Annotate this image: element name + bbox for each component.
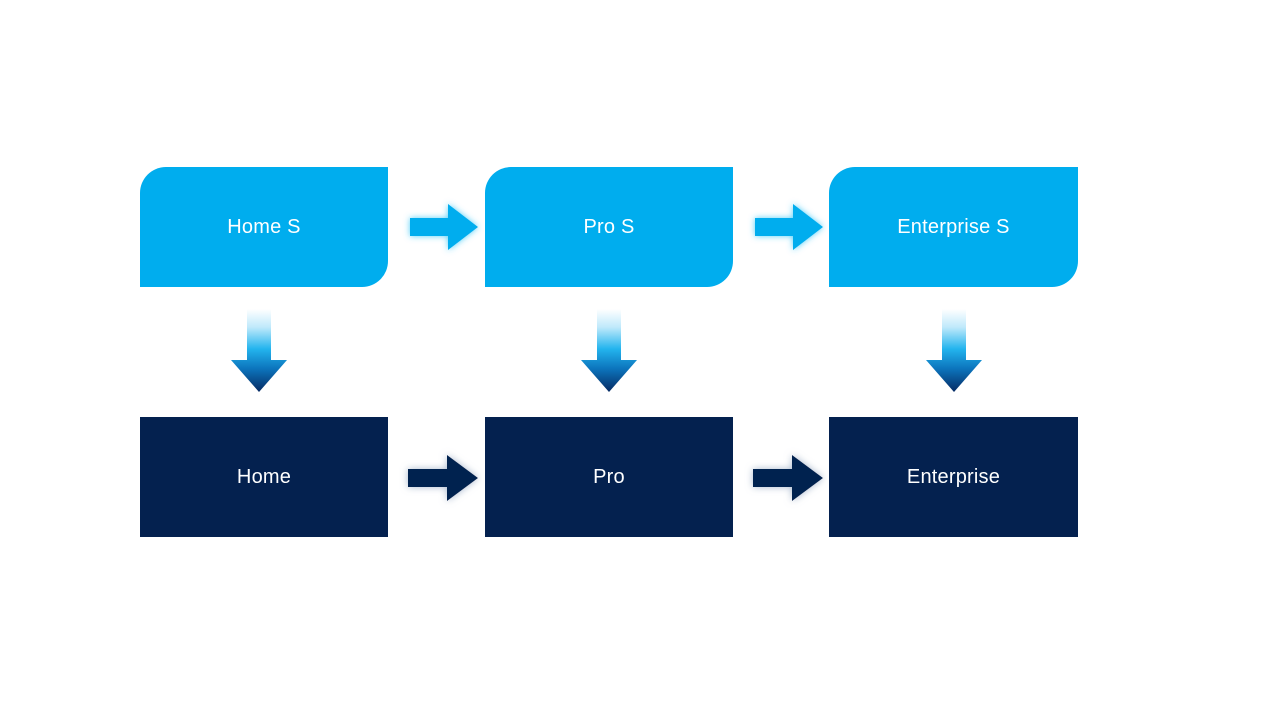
node-pro-s[interactable]: Pro S [485,167,733,287]
node-home-label: Home [236,466,292,488]
node-enterprise[interactable]: Enterprise [829,417,1078,537]
arrow-home-to-pro [400,449,484,507]
node-pro-label: Pro [593,466,625,488]
node-enterprise-s-label: Enterprise S [897,216,1010,238]
arrow-home-s-to-home [226,306,292,396]
node-pro-s-label: Pro S [583,216,635,238]
node-enterprise-s[interactable]: Enterprise S [829,167,1078,287]
arrow-pro-s-to-enterprise-s [749,198,829,256]
node-pro[interactable]: Pro [485,417,733,537]
node-home-s[interactable]: Home S [140,167,388,287]
node-home[interactable]: Home [140,417,388,537]
arrow-enterprise-s-to-enterprise [921,306,987,396]
node-enterprise-label: Enterprise [906,466,1001,488]
arrow-home-s-to-pro-s [404,198,484,256]
arrow-pro-to-enterprise [745,449,829,507]
node-home-s-label: Home S [227,216,301,238]
arrow-pro-s-to-pro [576,306,642,396]
